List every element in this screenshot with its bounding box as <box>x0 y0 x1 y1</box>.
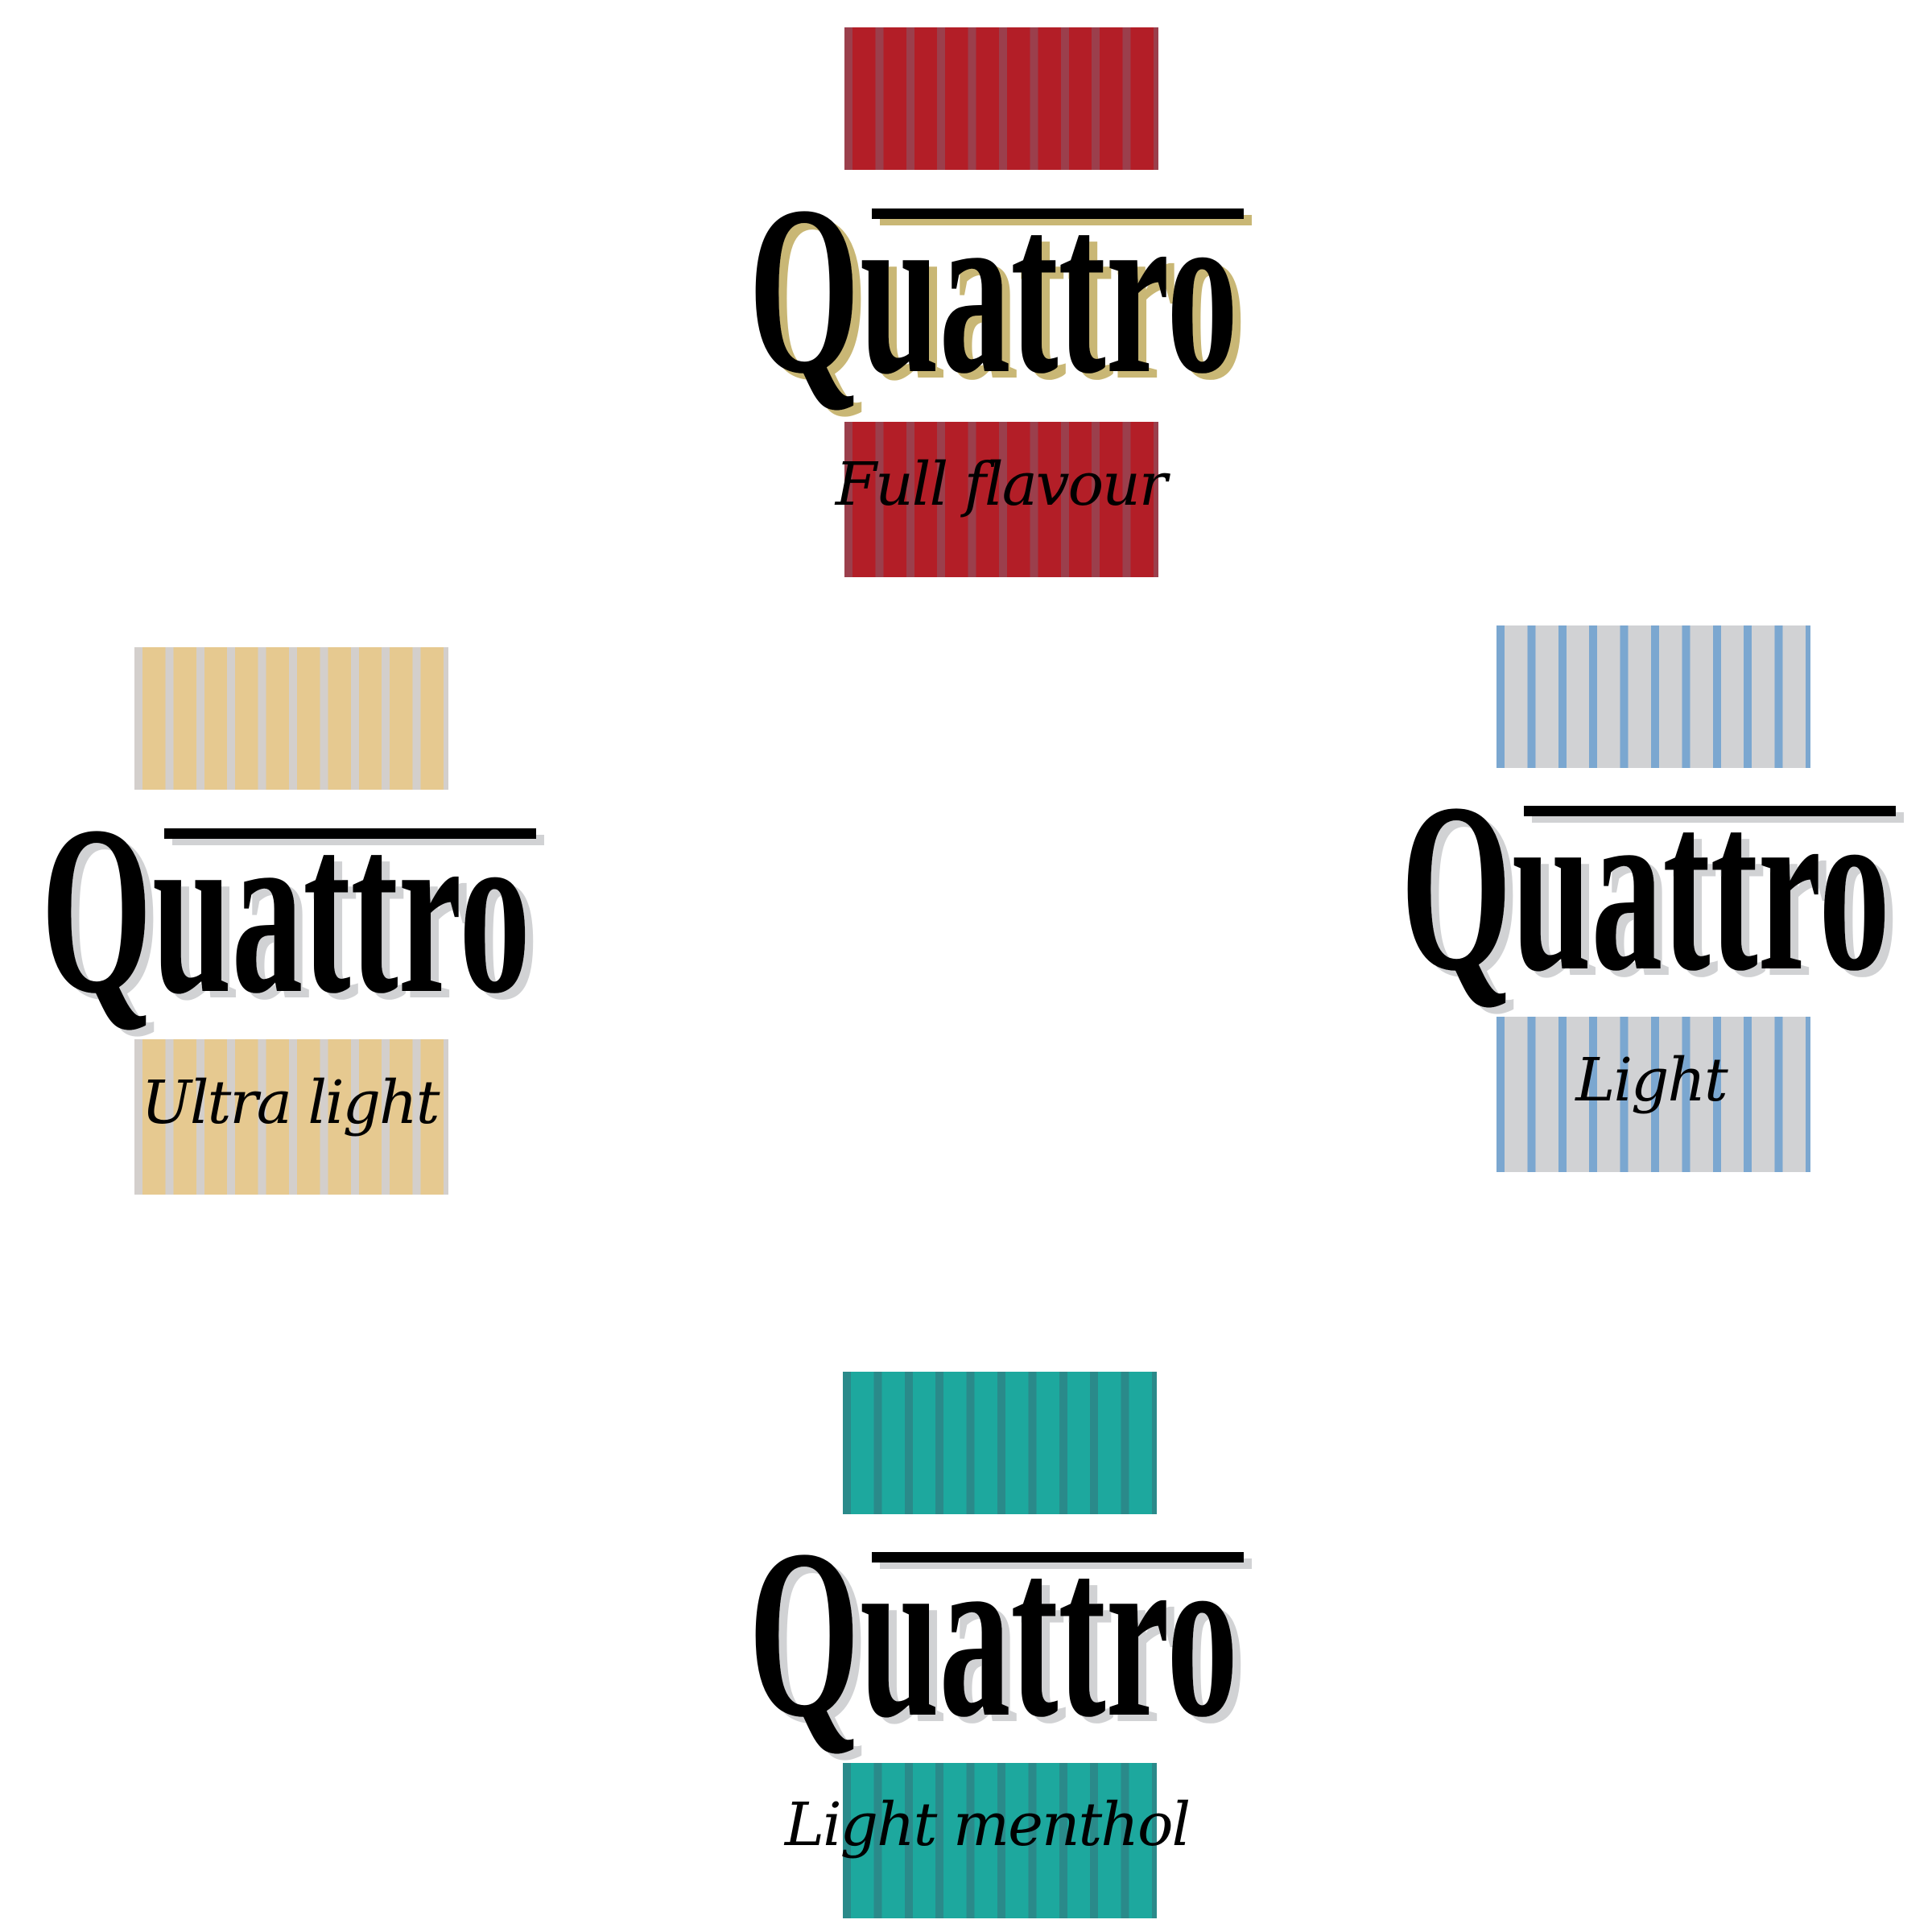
striped-band-top <box>134 647 448 790</box>
wordmark-text: Quattro <box>1401 753 1890 1021</box>
striped-band-top <box>1496 625 1810 768</box>
striped-band-bottom <box>134 1039 448 1195</box>
striped-band-bottom <box>844 422 1158 577</box>
wordmark-text: Quattro <box>749 1500 1238 1767</box>
quattro-wordmark: Quattro <box>749 156 1244 423</box>
wordmark-text: Quattro <box>749 156 1238 423</box>
wordmark-text: Quattro <box>41 776 530 1043</box>
variant-tagline: Ultra light <box>141 1068 440 1137</box>
striped-band-bottom <box>1496 1017 1810 1172</box>
quattro-wordmark: Quattro <box>1401 753 1896 1021</box>
striped-band-top <box>844 27 1158 170</box>
wordmark-bar <box>1524 806 1896 816</box>
wordmark-bar <box>872 208 1244 219</box>
striped-band-bottom <box>843 1763 1157 1918</box>
quattro-wordmark: Quattro <box>749 1500 1244 1767</box>
variant-tagline: Light menthol <box>784 1790 1191 1860</box>
variant-tagline: Full flavour <box>835 450 1167 519</box>
striped-band-top <box>843 1372 1157 1514</box>
wordmark-bar <box>872 1552 1244 1563</box>
wordmark-bar <box>164 828 536 839</box>
quattro-wordmark: Quattro <box>41 776 536 1043</box>
variant-tagline: Light <box>1575 1046 1728 1115</box>
